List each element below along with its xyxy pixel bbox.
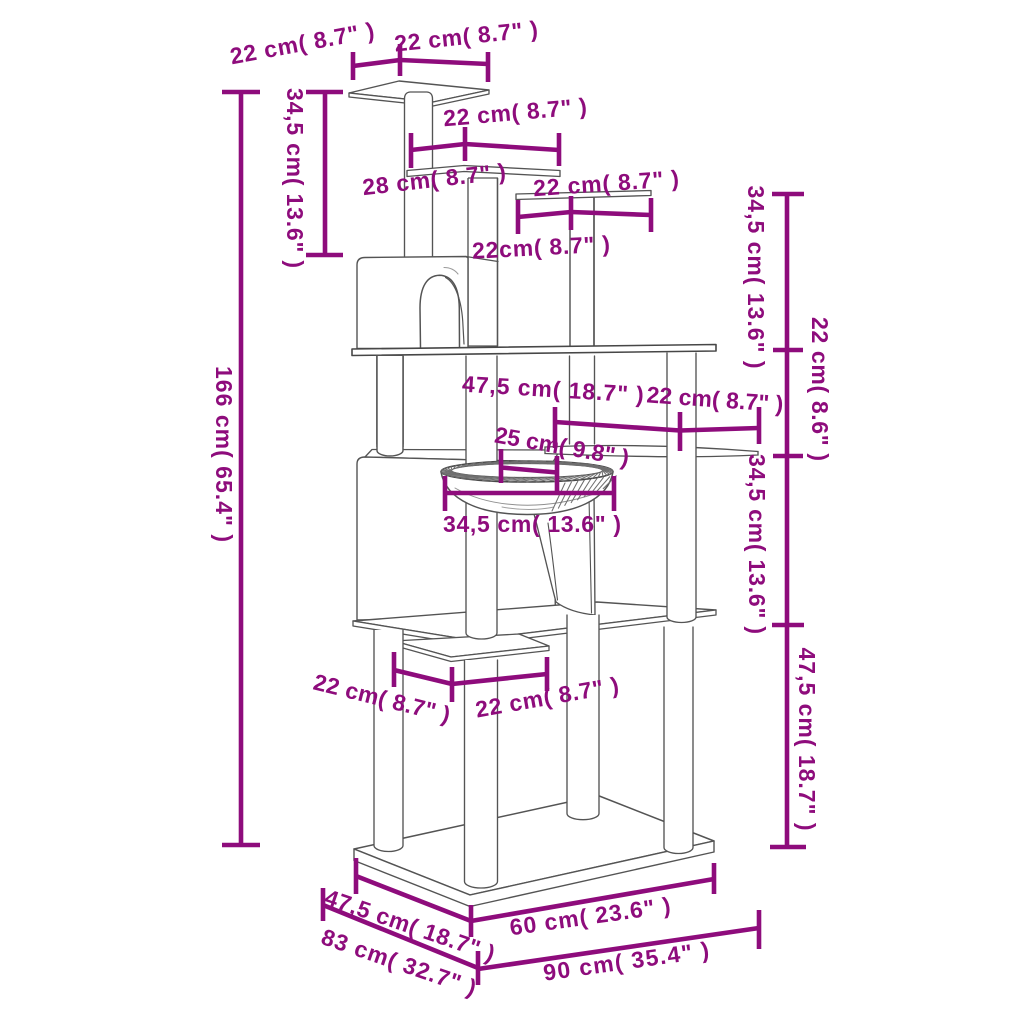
svg-text:22 cm( 8.6" ): 22 cm( 8.6" ) bbox=[807, 317, 833, 461]
svg-text:34,5 cm( 13.6" ): 34,5 cm( 13.6" ) bbox=[282, 88, 308, 268]
svg-text:166 cm( 65.4" ): 166 cm( 65.4" ) bbox=[211, 366, 237, 542]
svg-text:47,5 cm( 18.7" ): 47,5 cm( 18.7" ) bbox=[794, 648, 820, 831]
svg-text:34,5 cm( 13.6" ): 34,5 cm( 13.6" ) bbox=[443, 511, 621, 537]
svg-text:34,5 cm( 13.6" ): 34,5 cm( 13.6" ) bbox=[744, 454, 770, 634]
svg-text:34,5 cm( 13.6" ): 34,5 cm( 13.6" ) bbox=[743, 186, 769, 369]
